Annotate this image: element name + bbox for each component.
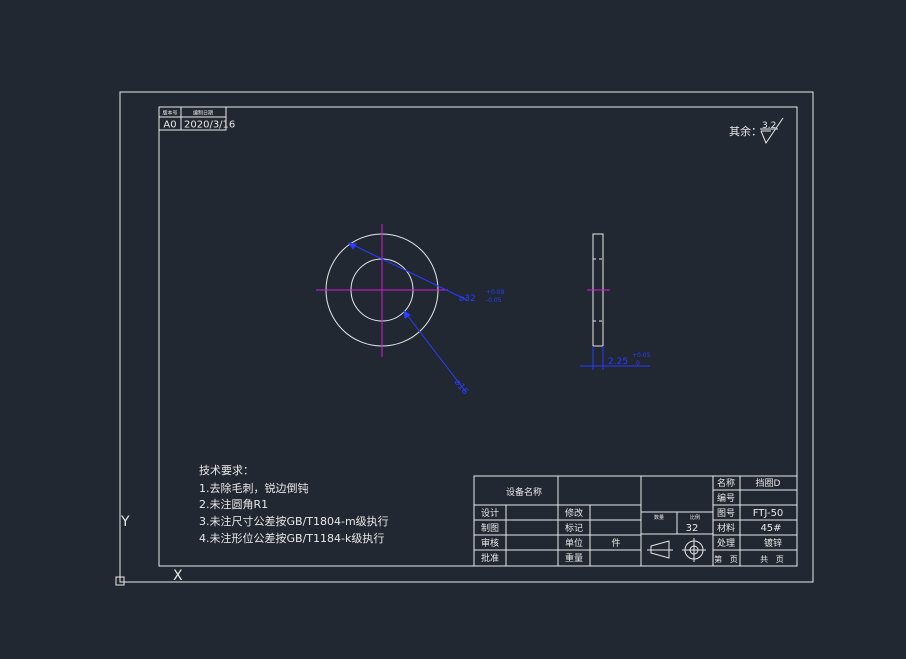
revision-block (158, 106, 227, 131)
tech-requirement-item: 4.未注形位公差按GB/T1184-k级执行 (199, 531, 384, 545)
row-label-approve: 批准 (481, 552, 499, 564)
row-label-review: 审核 (481, 537, 499, 549)
ucs-x-label: X (173, 568, 183, 584)
tech-requirement-item: 3.未注尺寸公差按GB/T1804-m级执行 (199, 514, 389, 528)
title-block-rows: 设计 修改 制图 标记 审核 单位 件 批准 重量 (481, 507, 621, 564)
roughness-symbol (760, 117, 784, 145)
row-label-design: 设计 (481, 507, 499, 519)
side-view-hidden-lines (593, 258, 603, 322)
material-label: 材料 (717, 522, 735, 534)
thickness-tol-lower: 0 (636, 360, 640, 367)
row-field-modify: 修改 (565, 507, 583, 519)
outer-frame (119, 91, 814, 583)
title-block-grid (473, 475, 798, 567)
ucs-icon (115, 532, 172, 586)
count-header: 数量 (654, 514, 664, 521)
front-view-centerlines (316, 224, 448, 357)
outer-diameter-dimension (347, 242, 468, 301)
name-value: 挡圈D (756, 477, 781, 489)
drawing-no-value: FTJ-50 (753, 508, 784, 519)
roughness-value: 3.2 (762, 121, 776, 131)
inner-diameter-dimension (403, 309, 467, 393)
scale-header: 比例 (690, 514, 700, 521)
thickness-text: 2.25 (608, 357, 628, 367)
revision-header-date: 编制日期 (193, 110, 213, 117)
total-sheets-label: 共 页 (760, 555, 784, 564)
revision-header-version: 版本号 (162, 110, 177, 117)
thickness-dimension (580, 346, 650, 370)
process-value: 镀锌 (764, 537, 782, 549)
tech-requirements: 技术要求： 1.去除毛刺，锐边倒钝 2.未注圆角R1 3.未注尺寸公差按GB/T… (199, 464, 389, 545)
equipment-name-label: 设备名称 (506, 486, 542, 498)
row-field-unit: 单位 (565, 537, 583, 549)
drawing-no-label: 图号 (717, 508, 735, 519)
outer-diameter-text: ⌀32 (459, 294, 476, 304)
roughness-label: 其余： (729, 124, 762, 138)
projection-symbol-icon (647, 538, 706, 562)
row-unit-value: 件 (611, 537, 620, 549)
revision-version: A0 (163, 120, 176, 131)
title-block-right: 名称 挡圈D 编号 图号 FTJ-50 材料 45# 处理 镀锌 第 页 共 页 (714, 477, 784, 564)
process-label: 处理 (717, 537, 735, 549)
revision-date: 2020/3/16 (184, 120, 235, 131)
code-label: 编号 (717, 492, 735, 504)
row-field-weight: 重量 (565, 552, 583, 564)
outer-tol-lower: -0.05 (486, 297, 502, 304)
ucs-y-label: Y (120, 514, 130, 530)
count-value: 32 (686, 523, 699, 534)
outer-tol-upper: +0.08 (486, 289, 505, 296)
row-label-drafting: 制图 (481, 522, 499, 534)
name-label: 名称 (717, 477, 735, 489)
sheet-label: 第 页 (714, 554, 738, 564)
row-field-mark: 标记 (565, 522, 583, 534)
material-value: 45# (760, 523, 781, 534)
tech-requirements-title: 技术要求： (199, 464, 254, 477)
tech-requirement-item: 2.未注圆角R1 (199, 497, 268, 511)
tech-requirement-item: 1.去除毛刺，锐边倒钝 (199, 481, 309, 495)
thickness-tol-upper: +0.05 (632, 352, 651, 359)
